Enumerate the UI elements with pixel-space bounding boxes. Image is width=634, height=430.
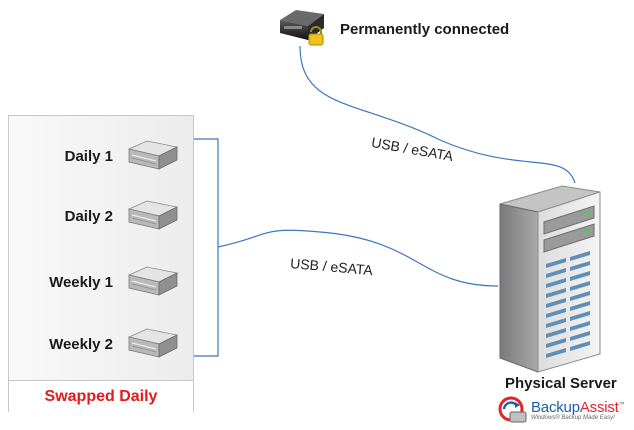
hard-drive-icon (127, 140, 179, 170)
locked-hard-drive-icon (280, 10, 324, 46)
drive-label-daily-1: Daily 1 (64, 147, 113, 165)
brand-name: BackupAssist™ (531, 398, 625, 416)
wire-swapped-drives (217, 229, 499, 287)
drive-row: Daily 1 (9, 139, 181, 173)
backupassist-logo-icon (498, 396, 527, 423)
brand-part-backup: Backup (531, 398, 580, 416)
top-device-label: Permanently connected (340, 21, 510, 38)
physical-server-label: Physical Server (505, 375, 617, 392)
swapped-daily-label: Swapped Daily (9, 380, 193, 412)
hard-drive-icon (127, 328, 179, 358)
drive-row: Weekly 1 (9, 265, 181, 299)
drive-label-weekly-1: Weekly 1 (49, 273, 113, 291)
drive-row: Weekly 2 (9, 327, 181, 361)
drive-row: Daily 2 (9, 199, 181, 233)
top-device (278, 6, 326, 51)
brand-tagline: Windows® Backup Made Easy! (531, 414, 615, 421)
tower-server-icon (499, 185, 601, 373)
hard-drive-icon (127, 200, 179, 230)
drive-label-daily-2: Daily 2 (64, 207, 113, 225)
swapped-drives-panel: Daily 1 Daily 2 Weekly 1 (8, 115, 194, 412)
drive-label-weekly-2: Weekly 2 (49, 335, 113, 353)
physical-server (492, 178, 608, 379)
brand-part-assist: Assist (579, 398, 619, 416)
hard-drive-icon (127, 266, 179, 296)
wire-top-device (299, 45, 576, 184)
brand-trademark: ™ (618, 401, 625, 408)
drive-bracket (172, 138, 219, 357)
backupassist-logo: BackupAssist™ Windows® Backup Made Easy! (498, 396, 625, 424)
